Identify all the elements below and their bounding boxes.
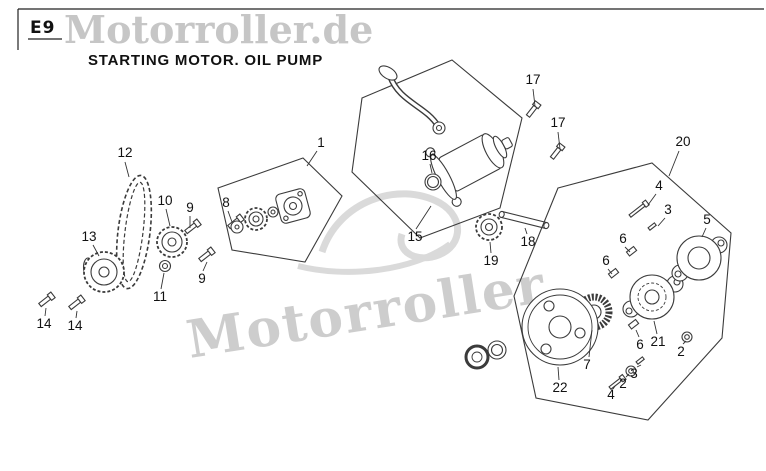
part-number: 3 [664, 202, 672, 217]
part-label: 10 [157, 193, 173, 227]
part-label: 2 [677, 340, 687, 359]
part-number: 21 [650, 334, 665, 349]
bolt-icon [525, 100, 542, 119]
idler-shaft [498, 210, 550, 230]
bushing [625, 365, 637, 377]
pump-sprocket [156, 226, 188, 258]
part-label: 20 [668, 134, 691, 177]
part-number: 16 [421, 148, 436, 163]
drive-sprocket [82, 251, 125, 293]
part-label: 4 [647, 178, 663, 206]
part-number: 19 [483, 253, 498, 268]
part-number: 6 [602, 253, 610, 268]
plug-icon [607, 267, 620, 279]
drive-plate [521, 288, 599, 366]
part-number: 10 [157, 193, 172, 208]
plug-icon [625, 245, 638, 257]
part-number: 13 [81, 229, 96, 244]
part-number: 15 [407, 229, 422, 244]
page-title: STARTING MOTOR. OIL PUMP [88, 52, 323, 69]
oil-pump-cover [671, 235, 728, 282]
part-label: 15 [407, 205, 432, 244]
part-label: 9 [186, 200, 194, 228]
part-label: 6 [635, 329, 644, 352]
cam-chain [115, 174, 153, 290]
screw-icon [608, 373, 627, 390]
bolt-icon [183, 218, 202, 235]
pin-icon [635, 356, 645, 365]
washer [158, 259, 172, 273]
part-label: 14 [67, 310, 83, 333]
watermark-header: Motorroller.de [64, 7, 373, 52]
part-label: 11 [153, 272, 167, 304]
idler-gear [475, 213, 503, 241]
part-number: 14 [67, 318, 83, 333]
part-label: 1 [306, 135, 325, 167]
starter-motor-outline [351, 59, 523, 239]
o-ring [487, 340, 507, 360]
part-label: 5 [701, 212, 711, 238]
part-number: 17 [525, 72, 540, 87]
watermark-logo-swoosh-icon [297, 190, 461, 275]
part-number: 2 [677, 344, 685, 359]
part-number: 8 [222, 195, 230, 210]
part-number: 14 [36, 316, 52, 331]
oil-pump-body [622, 274, 684, 320]
part-label: 9 [198, 261, 208, 286]
part-number: 20 [675, 134, 690, 149]
part-number: 3 [630, 366, 638, 381]
part-number: 7 [583, 357, 591, 372]
part-label: 6 [619, 231, 631, 253]
clutch-group-outline [513, 162, 732, 421]
part-label: 4 [607, 385, 616, 402]
part-label: 22 [552, 366, 568, 395]
oil-pump-parts [230, 188, 311, 234]
part-number: 9 [198, 271, 206, 286]
bolt-icon [549, 142, 566, 161]
oil-pump-outline [217, 157, 343, 263]
page-code: E9 [30, 18, 55, 38]
part-number: 4 [655, 178, 663, 193]
part-label: 12 [117, 145, 133, 178]
part-label: 21 [650, 320, 666, 349]
starter-motor [378, 65, 513, 207]
part-number: 4 [607, 387, 615, 402]
plug-icon [627, 318, 640, 330]
bushing [681, 331, 693, 343]
part-number: 17 [550, 115, 565, 130]
bolt-icon [197, 246, 216, 263]
part-label: 16 [421, 148, 437, 174]
part-number: 6 [619, 231, 627, 246]
part-number: 6 [636, 337, 644, 352]
part-number: 11 [153, 289, 167, 304]
part-number: 18 [520, 234, 535, 249]
screw-icon [628, 199, 650, 218]
part-label: 7 [583, 329, 593, 372]
part-label: 17 [525, 72, 541, 107]
oil-seal [464, 344, 490, 370]
part-label: 13 [81, 229, 100, 257]
part-label: 3 [657, 202, 672, 227]
motor-body [425, 133, 513, 207]
bolt-icon [37, 291, 56, 308]
part-number: 1 [317, 135, 325, 150]
part-label: 14 [36, 307, 52, 331]
part-number: 22 [552, 380, 567, 395]
part-label: 19 [483, 241, 499, 268]
part-number: 5 [703, 212, 711, 227]
wire-boot [378, 65, 398, 81]
part-label: 3 [630, 364, 642, 381]
part-number: 9 [186, 200, 194, 215]
part-label: 2 [619, 373, 630, 391]
part-label: 18 [520, 227, 536, 249]
part-label: 17 [550, 115, 566, 150]
bolt-icon [67, 294, 86, 311]
pin-icon [647, 222, 657, 231]
part-number: 2 [619, 376, 627, 391]
part-number: 12 [117, 145, 132, 160]
part-label: 8 [222, 195, 233, 223]
part-label: 6 [602, 253, 613, 275]
